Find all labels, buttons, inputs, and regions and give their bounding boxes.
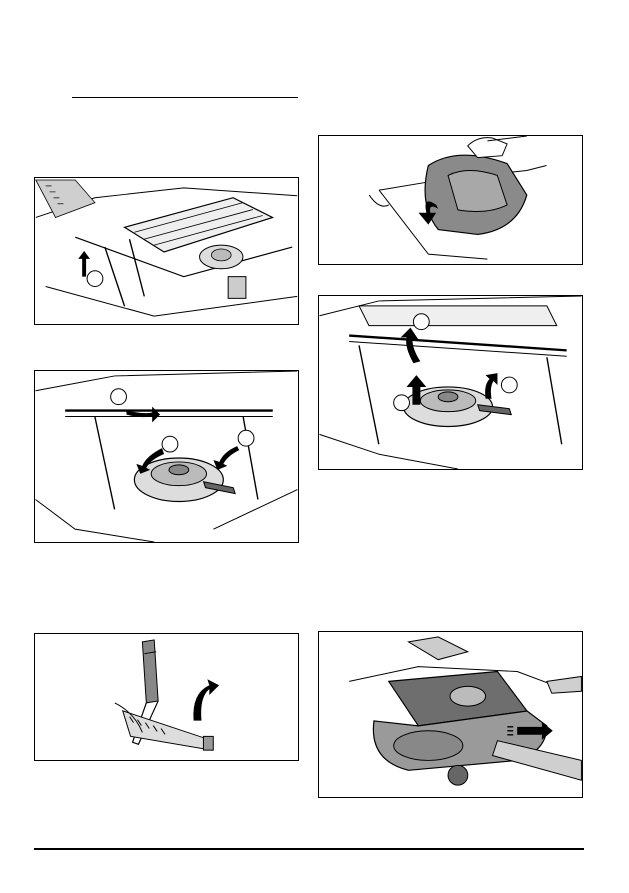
illustration-deck-removal bbox=[319, 632, 582, 797]
arrow-curve-icon bbox=[213, 446, 239, 470]
figure-pulley-lift bbox=[318, 295, 583, 470]
arrow-up-icon bbox=[485, 373, 497, 399]
arrow-curve-icon bbox=[126, 407, 160, 423]
figure-lever-tool bbox=[34, 633, 299, 761]
figure-belt-cover bbox=[318, 135, 583, 265]
figure-deck-bar bbox=[34, 370, 299, 543]
illustration-deck-bar bbox=[35, 371, 298, 542]
illustration-lever-tool bbox=[35, 634, 298, 760]
arrow-curve-icon bbox=[193, 679, 219, 720]
arrow-up-icon bbox=[78, 251, 90, 277]
illustration-pulley-lift bbox=[319, 296, 582, 469]
illustration-belt-cover bbox=[319, 136, 582, 264]
figure-deck-removal bbox=[318, 631, 583, 798]
illustration-deck-lift bbox=[35, 178, 298, 324]
footer-rule bbox=[34, 848, 584, 850]
heading-underline bbox=[72, 97, 298, 98]
figure-deck-lift bbox=[34, 177, 299, 325]
